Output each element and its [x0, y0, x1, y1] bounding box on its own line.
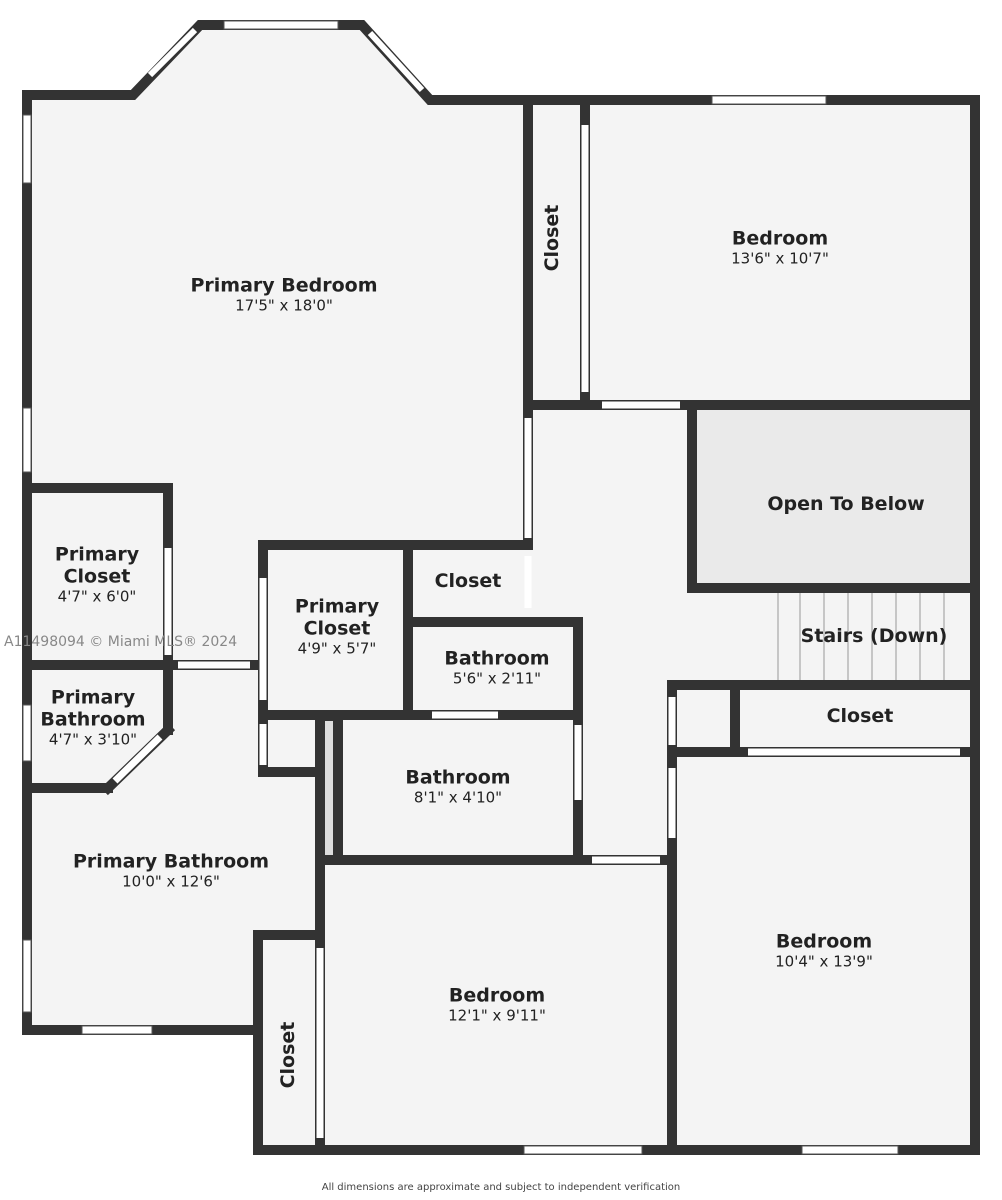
room-closet-mid: Closet	[434, 570, 502, 593]
room-closet-sw: Closet	[277, 1021, 300, 1089]
door-openings	[112, 125, 960, 1138]
room-closet-east: Closet	[826, 705, 894, 728]
windows	[22, 20, 899, 1155]
room-open-to-below: Open To Below	[767, 493, 925, 516]
disclaimer-footer: All dimensions are approximate and subje…	[321, 1182, 681, 1193]
stairs-treads	[777, 592, 945, 682]
room-closet-top: Closet	[541, 204, 564, 272]
open-to-below-area	[692, 405, 972, 588]
watermark: A11498094 © Miami MLS® 2024	[4, 634, 238, 650]
floor-area	[27, 25, 975, 1150]
room-stairs: Stairs (Down)	[800, 625, 948, 648]
